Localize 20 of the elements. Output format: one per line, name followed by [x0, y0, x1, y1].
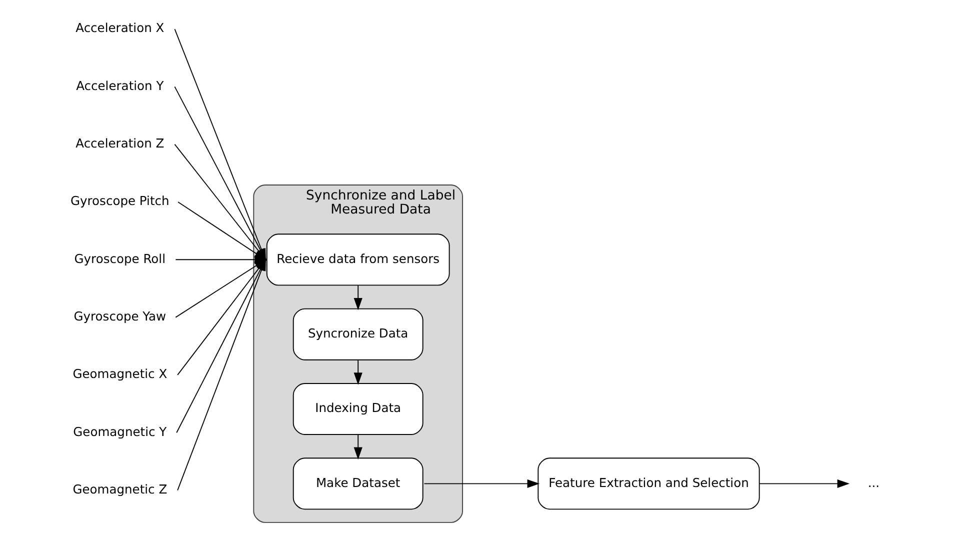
node-text: Gyroscope Pitch	[70, 194, 170, 208]
node-text: ...	[868, 476, 880, 490]
arrow	[354, 434, 362, 460]
arrow	[424, 479, 540, 488]
node-text: Gyroscope Roll	[74, 252, 166, 266]
arrow	[354, 284, 362, 310]
node-box: Indexing Data	[292, 383, 424, 435]
node-text: Gyroscope Yaw	[74, 310, 166, 324]
node-text: Acceleration X	[76, 21, 164, 36]
node-text: Geomagnetic X	[72, 367, 168, 382]
node-box: Recieve data from sensors	[266, 234, 450, 286]
node-text: Acceleration Y	[76, 78, 164, 93]
node-box: Syncronize Data	[292, 308, 424, 360]
node-text: Acceleration Z	[76, 136, 164, 151]
node-box: Make Dataset	[292, 458, 424, 510]
arrow	[354, 359, 362, 385]
node-text: Geomagnetic Z	[72, 482, 168, 496]
node-box: Feature Extraction and Selection	[538, 458, 760, 510]
node-text: Geomagnetic Y	[73, 424, 167, 439]
arrow	[758, 479, 850, 488]
